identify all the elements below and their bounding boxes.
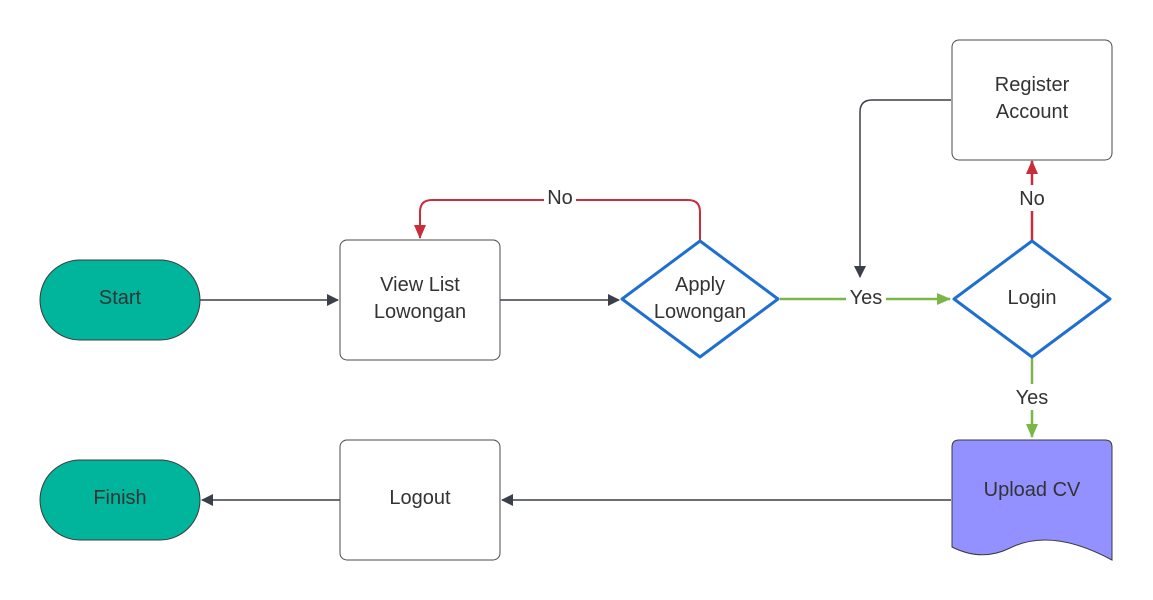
view-list-label-line1: View List <box>380 274 460 296</box>
register-account-process: Register Account <box>951 39 1113 161</box>
start-terminal: Start <box>39 259 201 341</box>
logout-label: Logout <box>389 487 451 509</box>
apply-label-line1: Apply <box>675 274 725 296</box>
edge-label-login-yes: Yes <box>1016 387 1049 409</box>
edge-label-apply-no: No <box>547 187 573 209</box>
finish-terminal: Finish <box>39 459 201 541</box>
login-label: Login <box>1008 287 1057 309</box>
upload-cv-label: Upload CV <box>984 479 1081 501</box>
view-list-lowongan-process: View List Lowongan <box>339 239 501 361</box>
register-label-line1: Register <box>995 74 1070 96</box>
edge-register-to-login <box>854 99 951 278</box>
register-label-line2: Account <box>996 101 1069 123</box>
edge-label-apply-yes: Yes <box>850 287 883 309</box>
login-decision: Login <box>952 239 1112 359</box>
start-label: Start <box>99 287 142 309</box>
finish-label: Finish <box>93 487 146 509</box>
upload-cv-document: Upload CV <box>951 439 1113 561</box>
view-list-label-line2: Lowongan <box>374 301 466 323</box>
logout-process: Logout <box>339 439 501 561</box>
apply-lowongan-decision: Apply Lowongan <box>620 239 780 359</box>
edge-label-login-no: No <box>1019 188 1045 210</box>
apply-label-line2: Lowongan <box>654 301 746 323</box>
